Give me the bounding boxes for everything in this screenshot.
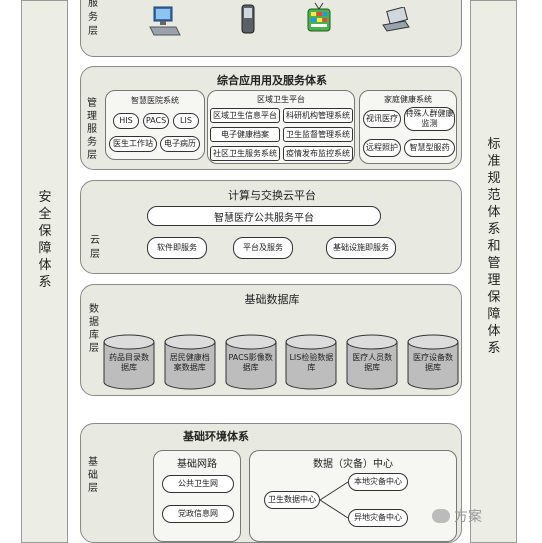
smart-hospital-panel: 智慧医院系统 HIS PACS LIS 医生工作站 电子病历 [105, 90, 205, 160]
laptop-icon [382, 7, 410, 32]
database-cylinder: 药品目录数据库 [103, 334, 155, 390]
database-cylinder-icon [407, 334, 459, 390]
database-layer: 基础数据库 数据库层 药品目录数据库 居民健康档案数据库 PACS影像数据库 LIS检… [80, 284, 462, 396]
database-label: 药品目录数据库 [109, 353, 149, 372]
infrastructure-layer: 基础环境体系 基础层 基础网路 公共卫生网 党政信息网 数据（灾备）中心 卫生数… [80, 423, 462, 543]
research-management-item: 科研机构管理系统 [283, 108, 353, 123]
video-medical-item: 视讯医疗 [363, 110, 401, 128]
database-layer-label: 数据库层 [89, 304, 99, 354]
cloud-layer-label: 云层 [90, 235, 100, 260]
doctor-workstation-item: 医生工作站 [109, 136, 157, 152]
local-backup-center: 本地灾备中心 [348, 473, 408, 491]
database-label: 医疗设备数据库 [413, 353, 453, 372]
application-layer-title: 综合应用用及服务体系 [217, 74, 327, 87]
database-layer-title: 基础数据库 [244, 293, 300, 306]
health-supervision-item: 卫生监督管理系统 [283, 127, 353, 142]
saas-item: 软件即服务 [147, 237, 207, 259]
standards-sidebar: 标准规范体系和管理保障体系 [470, 0, 517, 543]
government-network-item: 党政信息网 [162, 505, 234, 523]
database-cylinder: PACS影像数据库 [225, 334, 277, 390]
regional-info-platform-item: 区域卫生信息平台 [210, 108, 280, 123]
smart-hospital-title: 智慧医院系统 [131, 96, 179, 105]
cloud-layer-title: 计算与交换云平台 [228, 189, 316, 202]
mobile-phone-icon [241, 4, 255, 34]
watermark-logo-icon [432, 509, 450, 523]
remote-backup-center: 异地灾备中心 [348, 509, 408, 527]
application-layer-label: 管理服务层 [87, 98, 97, 161]
family-health-panel: 家庭健康系统 视讯医疗 特殊人群健康监测 远程照护 智慧型服药 [359, 90, 457, 164]
pacs-item: PACS [143, 113, 169, 129]
cloud-layer: 计算与交换云平台 云层 智慧医疗公共服务平台 软件即服务 平台及服务 基础设施即… [80, 180, 462, 274]
database-label: 医疗人员数据库 [352, 353, 393, 372]
database-row: 药品目录数据库 居民健康档案数据库 PACS影像数据库 LIS检验数据库医疗人员数据库… [103, 334, 459, 390]
database-cylinder-icon [164, 334, 216, 390]
smart-medication-item: 智慧型服药 [404, 139, 455, 157]
database-label: 居民健康档案数据库 [169, 353, 210, 372]
watermark-text: 方案 [454, 509, 482, 525]
database-cylinder: LIS检验数据库 [285, 334, 337, 390]
electronic-health-record-item: 电子健康档案 [210, 127, 280, 142]
remote-care-item: 远程照护 [363, 139, 401, 157]
datacenter-panel: 数据（灾备）中心 卫生数据中心 本地灾备中心 异地灾备中心 [249, 450, 457, 542]
database-cylinder-icon [285, 334, 337, 390]
database-cylinder: 居民健康档案数据库 [164, 334, 216, 390]
datacenter-connectors [319, 481, 349, 519]
smart-tv-icon [307, 2, 331, 32]
database-label: LIS检验数据库 [289, 353, 334, 372]
his-item: HIS [113, 113, 139, 129]
datacenter-title: 数据（灾备）中心 [313, 459, 393, 470]
database-cylinder: 医疗人员数据库 [346, 334, 398, 390]
regional-health-panel: 区域卫生平台 区域卫生信息平台 科研机构管理系统 电子健康档案 卫生监督管理系统… [207, 90, 355, 164]
basic-network-panel: 基础网路 公共卫生网 党政信息网 [153, 450, 241, 542]
application-layer: 综合应用用及服务体系 管理服务层 智慧医院系统 HIS PACS LIS 医生工… [80, 66, 462, 170]
infrastructure-layer-title: 基础环境体系 [183, 430, 249, 443]
infrastructure-layer-label: 基础层 [88, 457, 98, 494]
database-label: PACS影像数据库 [228, 353, 273, 372]
service-layer-label: 服务层 [88, 0, 98, 37]
database-cylinder-icon [225, 334, 277, 390]
service-layer: 服务层 [80, 0, 462, 57]
desktop-computer-icon [149, 6, 181, 36]
community-health-item: 社区卫生服务系统 [210, 146, 280, 161]
epidemic-monitoring-item: 疫情发布监控系统 [283, 146, 353, 161]
security-sidebar-label: 安全保障体系 [38, 190, 52, 290]
standards-sidebar-label: 标准规范体系和管理保障体系 [487, 137, 501, 356]
public-health-network-item: 公共卫生网 [162, 475, 234, 493]
lis-item: LIS [173, 113, 199, 129]
database-cylinder-icon [346, 334, 398, 390]
paas-item: 平台及服务 [233, 237, 293, 259]
security-sidebar: 安全保障体系 [21, 0, 68, 543]
iaas-item: 基础设施即服务 [326, 237, 396, 259]
family-health-title: 家庭健康系统 [384, 95, 432, 104]
public-service-platform: 智慧医疗公共服务平台 [147, 206, 381, 226]
database-cylinder-icon [103, 334, 155, 390]
regional-health-title: 区域卫生平台 [257, 95, 305, 104]
watermark: 方案 [432, 505, 522, 527]
special-population-monitoring-item: 特殊人群健康监测 [404, 107, 455, 131]
database-cylinder: 医疗设备数据库 [407, 334, 459, 390]
basic-network-title: 基础网路 [177, 459, 217, 470]
emr-item: 电子病历 [160, 136, 200, 152]
health-data-center: 卫生数据中心 [264, 491, 320, 509]
